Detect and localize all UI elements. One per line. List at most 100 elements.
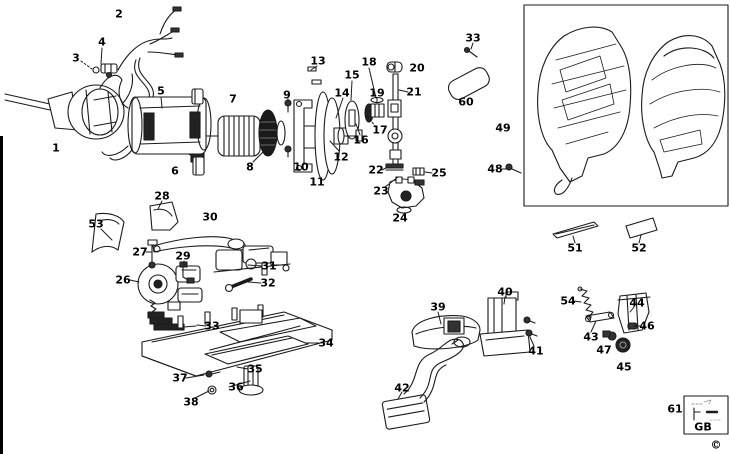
part-label-60-53: 60 bbox=[458, 95, 474, 109]
part-label-15-14: 15 bbox=[344, 68, 360, 82]
part-45-knob bbox=[615, 337, 631, 353]
part-48-screw bbox=[505, 163, 522, 174]
part-label-46-45: 46 bbox=[639, 319, 655, 333]
part-label-16-15: 16 bbox=[353, 133, 369, 147]
part-52-label-plate bbox=[625, 217, 658, 239]
part-label-7-6: 7 bbox=[229, 92, 237, 106]
part-label-33-54: 33 bbox=[465, 31, 481, 45]
part-label-21-20: 21 bbox=[406, 85, 422, 99]
part-43-lever bbox=[584, 311, 615, 323]
language-box bbox=[683, 395, 729, 435]
part-25-clip bbox=[412, 167, 425, 186]
part-label-26-25: 26 bbox=[115, 273, 131, 287]
part-3-4-cord-clamp bbox=[92, 63, 118, 79]
part-28-insert bbox=[149, 201, 179, 231]
part-label-30-29: 30 bbox=[202, 210, 218, 224]
part-label-22-21: 22 bbox=[368, 163, 384, 177]
page-edge-strip bbox=[0, 136, 3, 454]
part-6-carbon-brushes bbox=[191, 88, 205, 176]
part-label-54-52: 54 bbox=[560, 294, 576, 308]
part-33-inset-screw bbox=[463, 46, 478, 58]
part-label-5-4: 5 bbox=[157, 84, 165, 98]
part-label-19-18: 19 bbox=[369, 86, 385, 100]
part-label-38-37: 38 bbox=[183, 395, 199, 409]
part-15-counterweight bbox=[344, 100, 360, 140]
part-label-34-33: 34 bbox=[318, 336, 334, 350]
part-label-39-38: 39 bbox=[430, 300, 446, 314]
part-label-20-19: 20 bbox=[409, 61, 425, 75]
part-label-24-23: 24 bbox=[392, 211, 408, 225]
part-40-switch bbox=[479, 291, 531, 357]
part-label-35-34: 35 bbox=[247, 362, 263, 376]
part-label-3-2: 3 bbox=[72, 51, 80, 65]
part-label-47-46: 47 bbox=[596, 343, 612, 357]
part-5-field bbox=[101, 96, 212, 161]
part-label-2-1: 2 bbox=[115, 7, 123, 21]
part-label-23-22: 23 bbox=[373, 184, 389, 198]
part-label-28-27: 28 bbox=[154, 189, 170, 203]
part-21-plunger bbox=[387, 61, 403, 165]
part-10-bearing-bracket bbox=[293, 99, 325, 173]
copyright-symbol: © bbox=[710, 438, 722, 452]
part-8-gear bbox=[258, 109, 286, 157]
part-label-33-32: 33 bbox=[204, 319, 220, 333]
part-34-shoe-plate bbox=[141, 304, 333, 377]
part-26-bearing-housing bbox=[137, 263, 203, 311]
part-13-keys bbox=[307, 66, 322, 85]
part-24-blade-holder bbox=[387, 176, 425, 214]
part-54-spring bbox=[577, 286, 594, 320]
part-label-52-50: 52 bbox=[631, 241, 647, 255]
part-53-curved-band bbox=[91, 212, 125, 253]
part-label-25-24: 25 bbox=[431, 166, 447, 180]
part-label-36-35: 36 bbox=[228, 380, 244, 394]
part-1-cordset-plug bbox=[4, 74, 129, 140]
language-code-label: GB bbox=[694, 420, 712, 434]
leader-lines bbox=[80, 42, 642, 400]
part-label-9-8: 9 bbox=[283, 88, 291, 102]
part-label-13-12: 13 bbox=[310, 54, 326, 68]
part-31-lifter-assembly bbox=[213, 245, 291, 276]
part-label-12-11: 12 bbox=[333, 150, 349, 164]
part-35-cover-plate bbox=[204, 335, 309, 365]
part-label-32-31: 32 bbox=[260, 276, 276, 290]
part-32-screw bbox=[224, 277, 253, 293]
part-7-armature bbox=[205, 115, 267, 157]
part-39-dust-shield bbox=[411, 315, 481, 350]
part-label-29-28: 29 bbox=[175, 249, 191, 263]
part-label-1-0: 1 bbox=[52, 141, 60, 155]
part-label-51-49: 51 bbox=[567, 241, 583, 255]
part-51-strip bbox=[552, 221, 599, 239]
part-label-43-42: 43 bbox=[583, 330, 599, 344]
part-41-screws bbox=[523, 316, 538, 337]
part-label-42-41: 42 bbox=[394, 381, 410, 395]
part-label-31-30: 31 bbox=[261, 259, 277, 273]
part-16-shaft bbox=[343, 129, 367, 142]
part-label-27-26: 27 bbox=[132, 245, 148, 259]
part-42-cord-assembly bbox=[381, 336, 471, 430]
part-37-screw bbox=[205, 370, 221, 378]
part-label-53-51: 53 bbox=[88, 217, 104, 231]
part-label-41-40: 41 bbox=[528, 344, 544, 358]
part-label-14-13: 14 bbox=[334, 86, 350, 100]
part-label-10-9: 10 bbox=[293, 160, 309, 174]
part-label-44-43: 44 bbox=[629, 296, 645, 310]
part-33-blade-clamp bbox=[147, 299, 197, 331]
part-label-6-5: 6 bbox=[171, 164, 179, 178]
part-label-40-39: 40 bbox=[497, 285, 513, 299]
part-27-pin bbox=[147, 239, 158, 269]
part-label-4-3: 4 bbox=[98, 35, 106, 49]
part-label-61-55: 61 bbox=[667, 402, 683, 416]
part-12-flange bbox=[314, 91, 349, 181]
part-label-11-10: 11 bbox=[309, 175, 325, 189]
part-22-clamp-plate bbox=[385, 163, 404, 171]
part-47-retainer bbox=[602, 330, 617, 341]
part-label-49-48: 49 bbox=[495, 121, 511, 135]
part-label-37-36: 37 bbox=[172, 371, 188, 385]
housing-right-half bbox=[641, 35, 726, 179]
part-44-guide-bracket bbox=[617, 292, 651, 334]
part-36-pivot-post bbox=[238, 365, 264, 396]
part-label-48-47: 48 bbox=[487, 162, 503, 176]
part-9-screws bbox=[284, 99, 292, 158]
